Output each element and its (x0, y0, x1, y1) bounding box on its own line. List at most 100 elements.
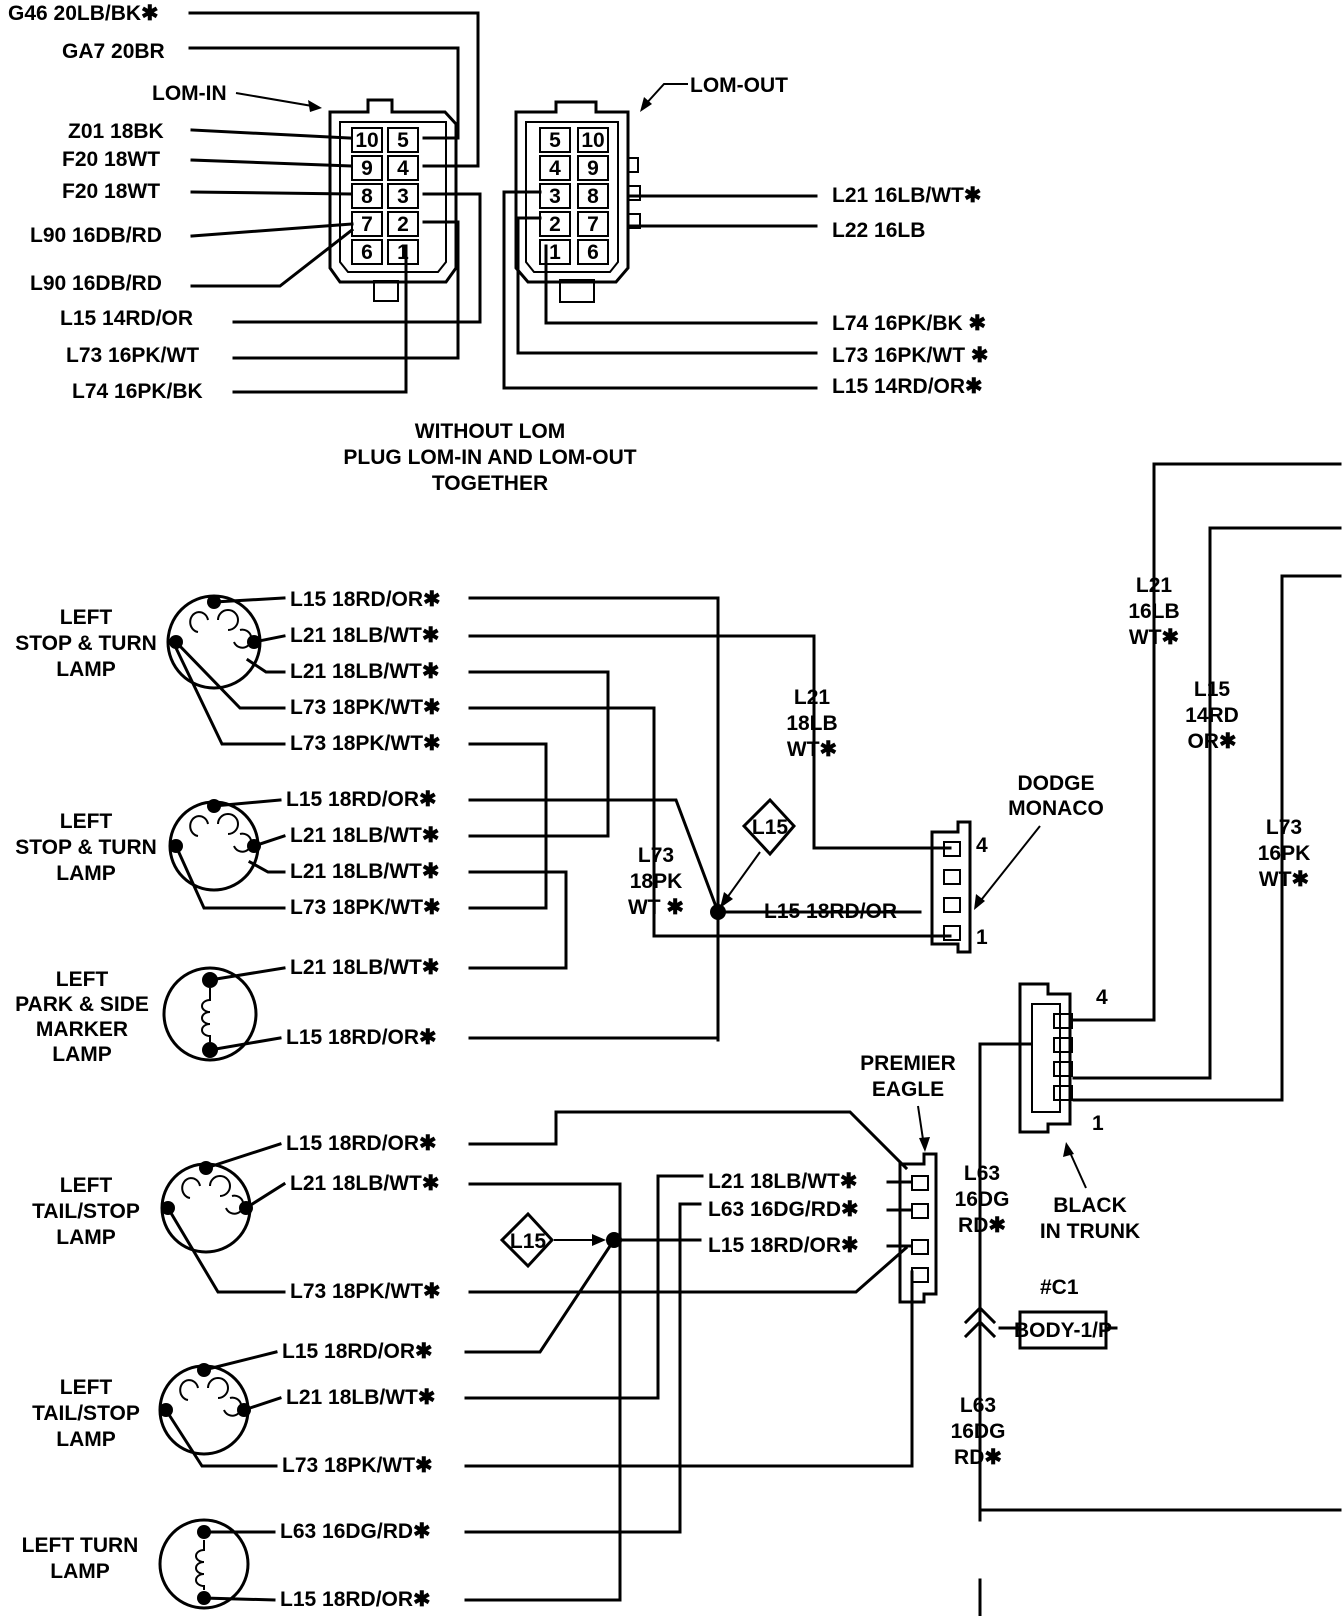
wire-label: GA7 20BR (62, 40, 165, 63)
wire-label: L15 18RD/OR✱ (290, 588, 441, 611)
wire-label: L15 18RD/OR✱ (280, 1588, 431, 1611)
lamp-label: TAIL/STOP (32, 1402, 140, 1425)
right-harness-wires (978, 462, 1342, 1616)
c1-label: #C1 (1040, 1276, 1079, 1299)
right-labels: L21 16LB WT✱ L15 14RD OR✱ L73 16PK WT✱ (1128, 574, 1310, 891)
wire-label: L90 16DB/RD (30, 272, 162, 295)
wire-label: WT ✱ (628, 896, 684, 919)
lamp-label: LEFT (60, 1174, 113, 1197)
wire-label: L21 18LB/WT✱ (290, 660, 439, 683)
wire-label: L21 18LB/WT✱ (708, 1170, 857, 1193)
lamp-label: LAMP (56, 862, 116, 885)
wire-label: G46 20LB/BK✱ (8, 2, 159, 25)
lom-out-wire-labels: L21 16LB/WT✱ L22 16LB L74 16PK/BK ✱ L73 … (832, 184, 988, 398)
wire-label: RD✱ (954, 1446, 1002, 1469)
wire-label: F20 18WT (62, 148, 160, 171)
left-stop-turn-lamp-1: LEFT STOP & TURN LAMP (15, 594, 262, 690)
lom-out-pin: 6 (587, 241, 599, 264)
lamp-label: LEFT TURN (22, 1534, 139, 1557)
lamp-label: LEFT (60, 810, 113, 833)
lom-in-pin: 5 (397, 129, 409, 152)
wire-label: L74 16PK/BK ✱ (832, 312, 986, 335)
left-park-side-marker-lamp: LEFT PARK & SIDE MARKER LAMP (15, 966, 258, 1066)
connector-label: EAGLE (872, 1078, 944, 1101)
wire-label: 16DG (951, 1420, 1006, 1443)
lom-in-pin: 9 (361, 157, 373, 180)
lamp-label: LAMP (56, 658, 116, 681)
connector-label: PREMIER (860, 1052, 956, 1075)
left-turn-lamp: LEFT TURN LAMP (22, 1518, 250, 1610)
wire-label: 16PK (1258, 842, 1311, 865)
wire-label: L21 18LB/WT✱ (290, 624, 439, 647)
wire-label: RD✱ (958, 1214, 1006, 1237)
wire-label: L15 18RD/OR✱ (286, 1026, 437, 1049)
wire-label: L21 18LB/WT✱ (290, 956, 439, 979)
note-line: PLUG LOM-IN AND LOM-OUT (343, 446, 636, 469)
wire-label: L73 18PK/WT✱ (290, 896, 441, 919)
wire-label: L73 (1266, 816, 1302, 839)
lamp-wire-labels: L15 18RD/OR✱ L21 18LB/WT✱ L21 18LB/WT✱ L… (280, 588, 441, 1611)
lamp-label: LAMP (56, 1428, 116, 1451)
lom-out-pin: 3 (549, 185, 561, 208)
wire-label: WT✱ (1259, 868, 1309, 891)
wire-label: 16LB (1128, 600, 1179, 623)
wire-label: L73 16PK/WT (66, 344, 199, 367)
connector-label: DODGE (1017, 772, 1094, 795)
left-tail-stop-lamp-1: LEFT TAIL/STOP LAMP (32, 1161, 253, 1254)
wire-label: 16DG (955, 1188, 1010, 1211)
wire-label: L73 18PK/WT✱ (282, 1454, 433, 1477)
lom-out-pin: 5 (549, 129, 561, 152)
lom-in-pin: 10 (355, 129, 378, 152)
wire-label: L15 18RD/OR✱ (282, 1340, 433, 1363)
wire-label: L21 16LB/WT✱ (832, 184, 981, 207)
c1-box-label: BODY-1/P (1014, 1319, 1112, 1342)
lamp-label: TAIL/STOP (32, 1200, 140, 1223)
lom-in-pin: 6 (361, 241, 373, 264)
splice-markers: L15 L15 (499, 797, 797, 1269)
wire-label: 14RD (1185, 704, 1239, 727)
lom-out-pin: 9 (587, 157, 599, 180)
pin-label: 4 (976, 834, 988, 857)
note-line: WITHOUT LOM (415, 420, 565, 443)
left-tail-stop-lamp-2: LEFT TAIL/STOP LAMP (32, 1363, 251, 1456)
lom-out-pin: 7 (587, 213, 599, 236)
wire-label: WT✱ (787, 738, 837, 761)
lom-in-pin: 8 (361, 185, 373, 208)
l63-c1-section: L63 16DG RD✱ BODY-1/P #C1 L63 16DG RD✱ (951, 1162, 1342, 1512)
wire-label: L21 (794, 686, 831, 709)
lom-out-pin: 1 (549, 241, 561, 264)
wire-label: L15 (1194, 678, 1231, 701)
wire-label: L15 18RD/OR✱ (286, 788, 437, 811)
wire-label: OR✱ (1187, 730, 1236, 753)
wire-label: L63 (964, 1162, 1000, 1185)
lom-in-wire-labels: G46 20LB/BK✱ GA7 20BR Z01 18BK F20 18WT … (8, 2, 203, 403)
wire-label: L63 16DG/RD✱ (280, 1520, 431, 1543)
lamp-label: LAMP (52, 1043, 112, 1066)
lom-in-pin: 2 (397, 213, 409, 236)
lamp-leads (163, 596, 287, 1602)
lom-out-pin: 10 (581, 129, 604, 152)
premier-eagle-connector: PREMIER EAGLE L21 18LB/WT✱ L63 16DG/RD✱ … (708, 1052, 956, 1304)
wire-label: L21 (1136, 574, 1173, 597)
lom-out-pin: 4 (549, 157, 561, 180)
wire-label: L63 (960, 1394, 996, 1417)
wire-label: L63 16DG/RD✱ (708, 1198, 859, 1221)
left-stop-turn-lamp-2: LEFT STOP & TURN LAMP (15, 799, 261, 892)
connector-label: MONACO (1008, 797, 1104, 820)
wire-label: L90 16DB/RD (30, 224, 162, 247)
wire-label: F20 18WT (62, 180, 160, 203)
lom-out-label: LOM-OUT (690, 74, 788, 97)
lom-out-connector: 5 10 4 9 3 8 2 7 1 6 LOM-OUT (514, 74, 788, 303)
lamp-label: LEFT (56, 968, 109, 991)
lamp-label: LEFT (60, 1376, 113, 1399)
splice-label: L15 (752, 816, 789, 839)
lamp-label: LEFT (60, 606, 113, 629)
lom-in-wires (188, 11, 482, 394)
pin-label: 4 (1096, 986, 1108, 1009)
splice-label: L15 (510, 1230, 547, 1253)
lom-out-pin: 8 (587, 185, 599, 208)
wire-label: L74 16PK/BK (72, 380, 203, 403)
lamp-label: LAMP (56, 1226, 116, 1249)
wire-label: L15 18RD/OR (764, 900, 897, 923)
